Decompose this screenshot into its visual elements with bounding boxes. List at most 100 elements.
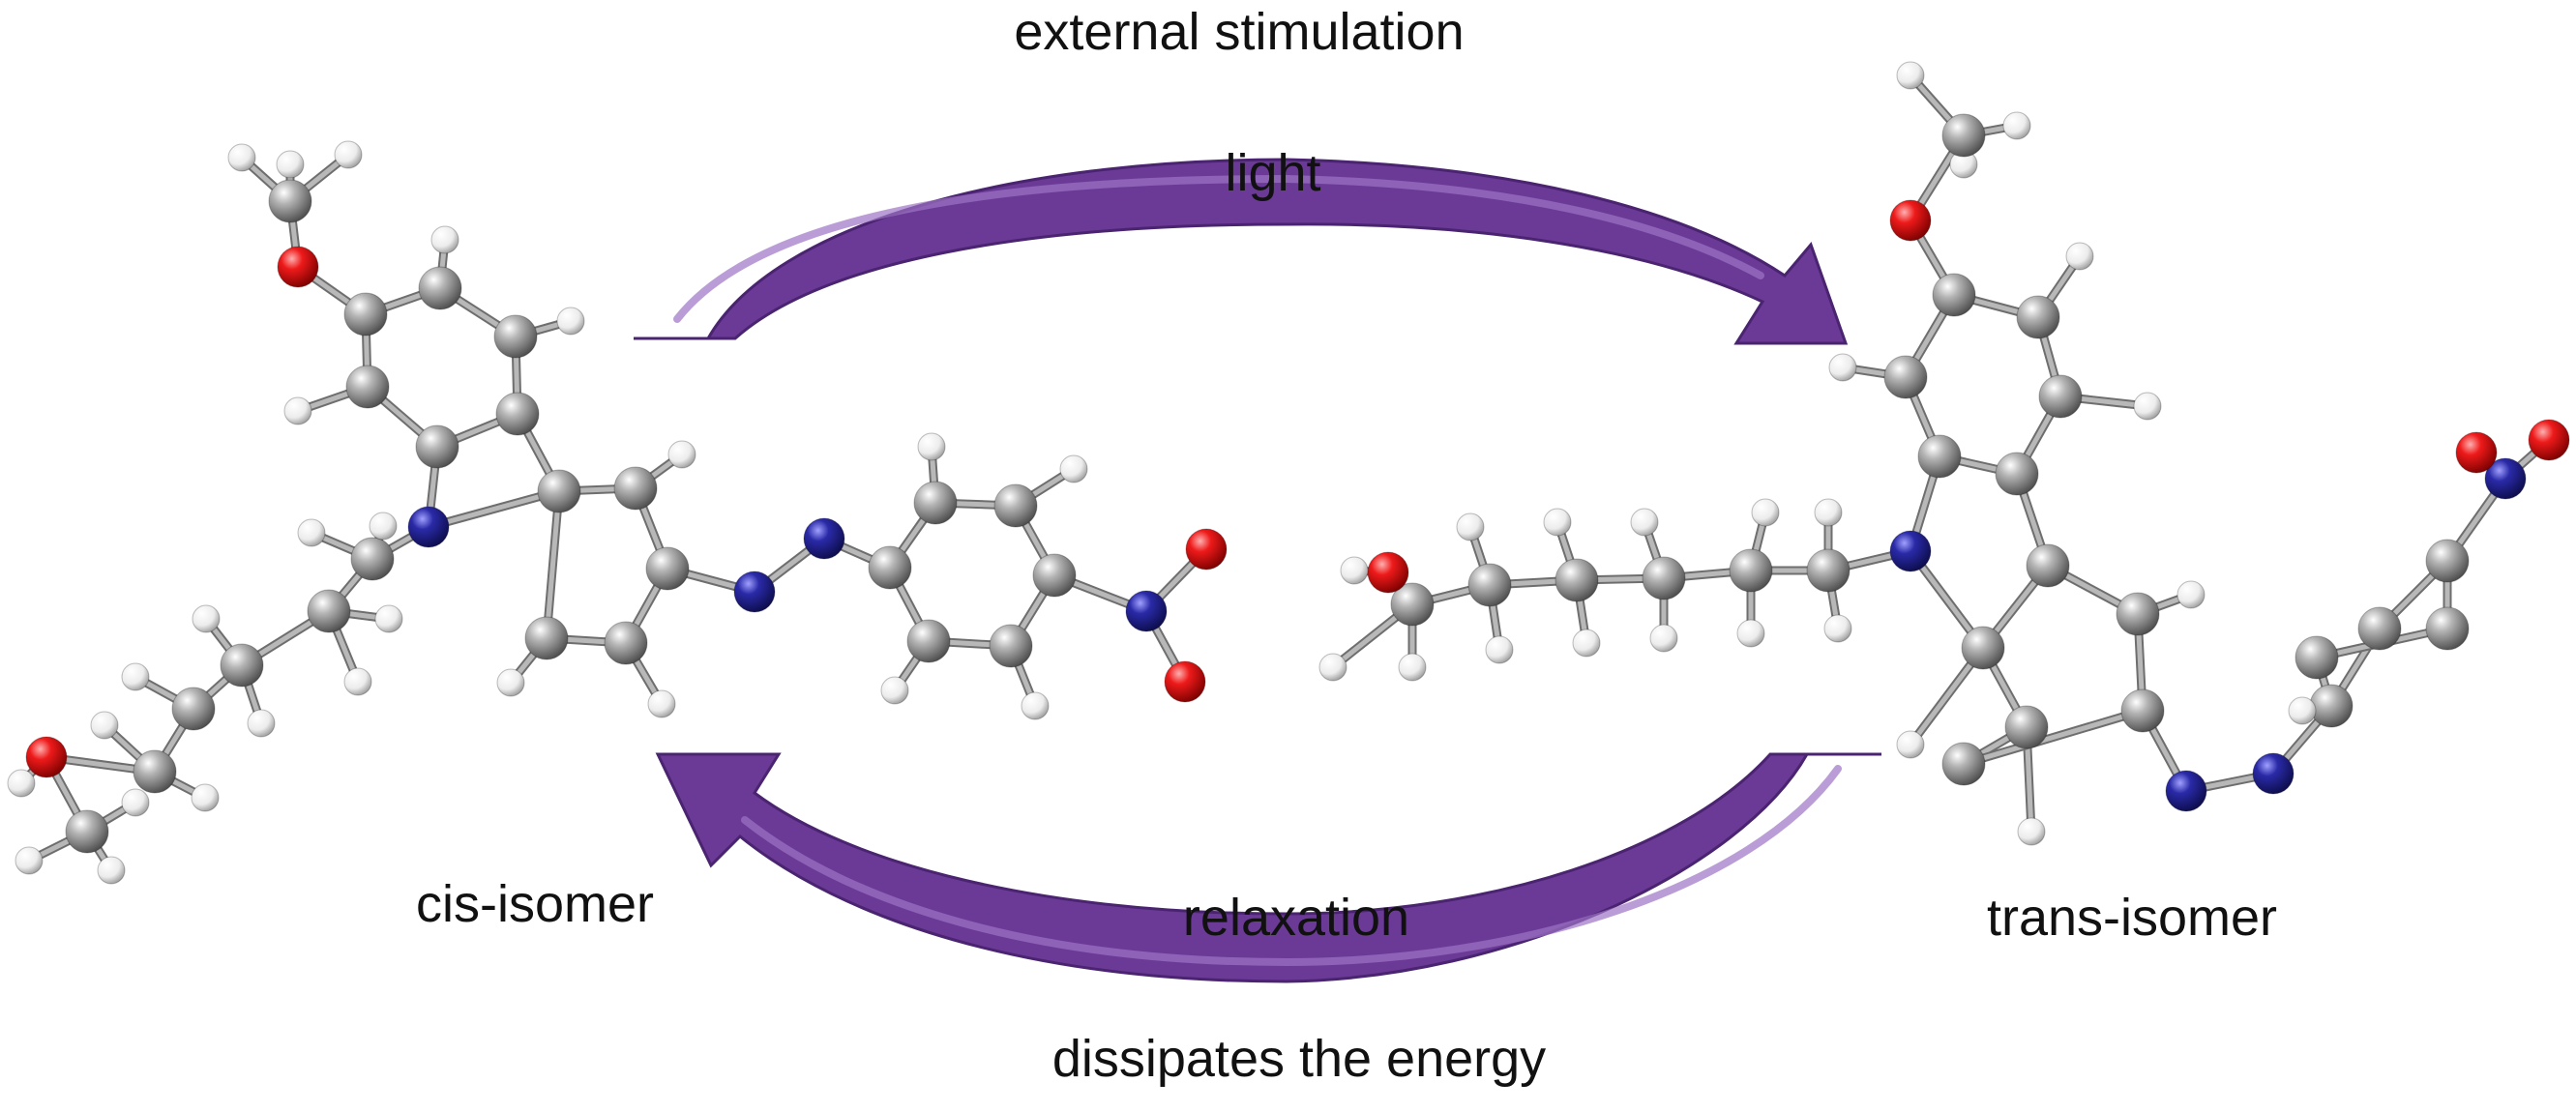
hydrogen-atom: [1896, 61, 1925, 90]
carbon-atom: [993, 483, 1038, 528]
relaxation-label: relaxation: [1182, 889, 1410, 947]
carbon-atom: [1941, 742, 1986, 786]
carbon-atom: [1467, 563, 1512, 607]
cis-isomer-label: cis-isomer: [415, 875, 655, 933]
carbon-atom: [868, 545, 912, 590]
hydrogen-atom: [1572, 629, 1601, 658]
oxygen-atom: [25, 736, 68, 778]
cis-isomer-molecule: [7, 140, 1228, 885]
hydrogen-atom: [247, 709, 276, 738]
carbon-atom: [133, 749, 177, 794]
carbon-atom: [2357, 606, 2402, 651]
hydrogen-atom: [1021, 691, 1050, 720]
carbon-atom: [495, 392, 540, 436]
carbon-atom: [1961, 626, 2005, 670]
carbon-atom: [2116, 592, 2160, 636]
oxygen-atom: [1164, 660, 1206, 703]
bottom-arrow: [655, 752, 1881, 983]
carbon-atom: [604, 621, 648, 665]
hydrogen-atom: [880, 676, 909, 705]
carbon-atom: [645, 546, 690, 591]
hydrogen-atom: [1398, 653, 1427, 682]
oxygen-atom: [277, 246, 319, 288]
nitrogen-atom: [2484, 457, 2527, 500]
bond-core: [426, 488, 562, 530]
carbon-atom: [1642, 556, 1686, 600]
nitrogen-atom: [803, 517, 845, 560]
carbon-atom: [524, 616, 569, 660]
hydrogen-atom: [90, 711, 119, 740]
hydrogen-atom: [121, 788, 150, 817]
carbon-atom: [345, 365, 390, 409]
carbon-atom: [415, 424, 459, 469]
oxygen-atom: [2528, 419, 2570, 461]
bottom-arrow-body: [655, 752, 1881, 983]
carbon-atom: [2295, 635, 2339, 680]
hydrogen-atom: [1456, 512, 1485, 541]
hydrogen-atom: [15, 846, 44, 875]
hydrogen-atom: [374, 604, 403, 633]
nitrogen-atom: [2252, 752, 2295, 795]
hydrogen-atom: [2002, 111, 2031, 140]
carbon-atom: [343, 292, 388, 337]
hydrogen-atom: [1814, 498, 1843, 527]
carbon-atom: [1032, 553, 1077, 598]
carbon-atom: [307, 589, 351, 633]
hydrogen-atom: [191, 783, 220, 812]
hydrogen-atom: [1485, 635, 1514, 664]
oxygen-atom: [2455, 431, 2498, 474]
carbon-atom: [613, 466, 658, 511]
trans-atoms: [1318, 61, 2570, 846]
carbon-atom: [2026, 543, 2070, 588]
hydrogen-atom: [2176, 580, 2206, 609]
carbon-atom: [171, 687, 216, 731]
carbon-atom: [1806, 548, 1851, 593]
carbon-atom: [2016, 295, 2060, 339]
nitrogen-atom: [1889, 530, 1932, 572]
carbon-atom: [2120, 688, 2165, 733]
carbon-atom: [1729, 548, 1773, 593]
hydrogen-atom: [1340, 556, 1369, 585]
trans-isomer-label: trans-isomer: [1986, 889, 2278, 947]
carbon-atom: [2425, 539, 2470, 583]
carbon-atom: [913, 481, 958, 525]
hydrogen-atom: [192, 604, 221, 633]
hydrogen-atom: [97, 856, 126, 885]
carbon-atom: [65, 809, 109, 854]
carbon-atom: [350, 537, 395, 581]
hydrogen-atom: [556, 307, 585, 336]
hydrogen-atom: [1318, 653, 1347, 682]
carbon-atom: [418, 266, 462, 310]
carbon-atom: [989, 624, 1033, 668]
carbon-atom: [2309, 684, 2354, 728]
hydrogen-atom: [667, 440, 696, 469]
bond-core: [1961, 708, 2146, 767]
top-arrow-highlight: [673, 174, 1764, 323]
trans-isomer-molecule: [1318, 61, 2570, 846]
hydrogen-atom: [1630, 508, 1659, 537]
carbon-atom: [1554, 558, 1599, 602]
dissipates-energy-label: dissipates the energy: [1051, 1030, 1547, 1088]
hydrogen-atom: [334, 140, 363, 169]
hydrogen-atom: [283, 396, 312, 425]
carbon-atom: [2004, 705, 2049, 749]
hydrogen-atom: [343, 667, 372, 696]
bond-core: [544, 488, 562, 641]
hydrogen-atom: [2288, 696, 2317, 725]
carbon-atom: [1917, 434, 1962, 479]
hydrogen-atom: [1896, 730, 1925, 759]
hydrogen-atom: [121, 662, 150, 691]
carbon-atom: [537, 469, 581, 513]
carbon-atom: [1390, 582, 1435, 627]
hydrogen-atom: [2065, 242, 2094, 271]
hydrogen-atom: [1751, 498, 1780, 527]
carbon-atom: [220, 643, 264, 688]
hydrogen-atom: [1828, 353, 1857, 382]
hydrogen-atom: [369, 512, 398, 541]
hydrogen-atom: [1543, 508, 1572, 537]
hydrogen-atom: [227, 143, 256, 172]
carbon-atom: [906, 619, 951, 663]
carbon-atom: [268, 179, 312, 223]
